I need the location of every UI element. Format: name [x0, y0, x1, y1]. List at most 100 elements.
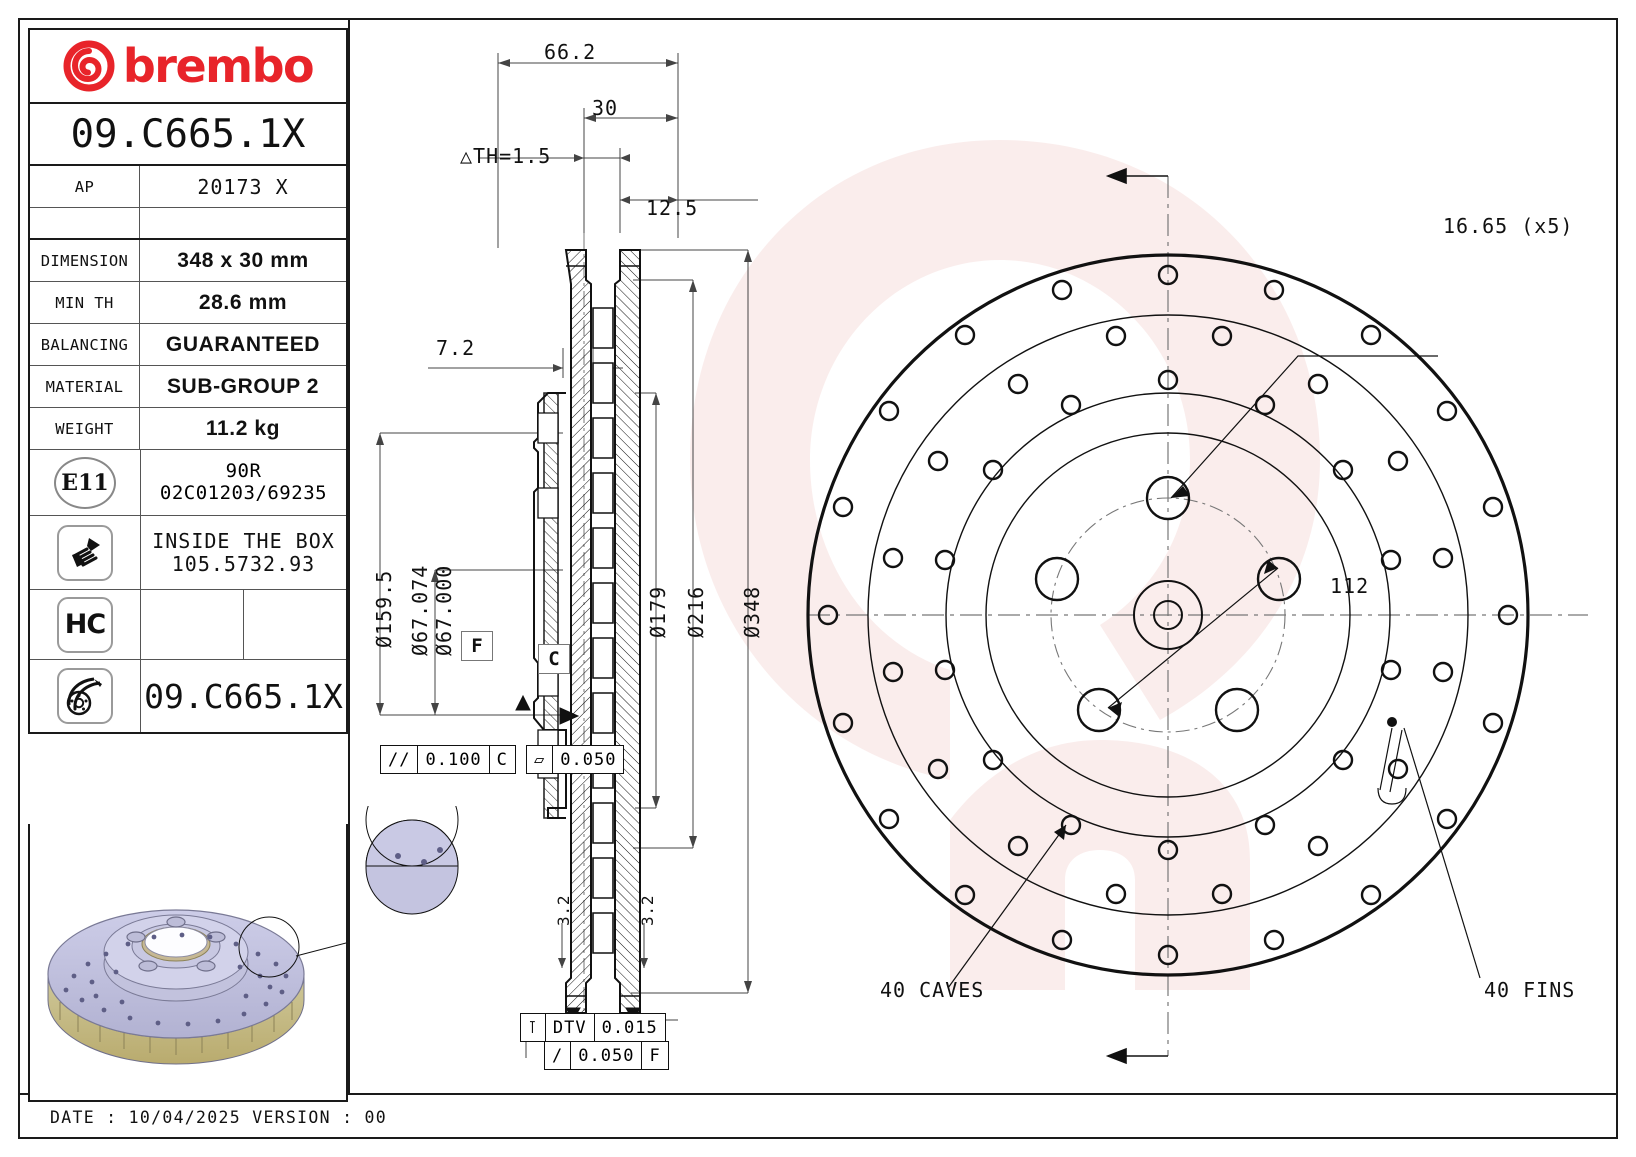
row-dimension: DIMENSION 348 x 30 mm: [30, 240, 346, 282]
screw-icon-cell: [30, 516, 141, 589]
row-screws: INSIDE THE BOX 105.5732.93: [30, 516, 346, 590]
blank-row: [30, 208, 346, 240]
min-th-value-cell: 28.6 mm: [140, 282, 346, 323]
ap-label: AP: [74, 177, 95, 196]
gdt-parallelism: // 0.100 C: [380, 745, 516, 774]
disc-ref-value: 09.C665.1X: [144, 676, 343, 716]
gdt-dtv-symbol: DTV: [544, 1014, 594, 1041]
row-material: MATERIAL SUB-GROUP 2: [30, 366, 346, 408]
label-dia-179: Ø179: [646, 585, 670, 638]
gdt-dtv-tolerance: 0.015: [593, 1014, 665, 1041]
row-weight: WEIGHT 11.2 kg: [30, 408, 346, 450]
brand-logo-row: brembo: [30, 30, 346, 104]
brembo-logo-icon: [63, 40, 115, 92]
homologation-value-cell: 90R 02C01203/69235: [141, 450, 346, 515]
row-balancing: BALANCING GUARANTEED: [30, 324, 346, 366]
hc-icon-cell: HC: [30, 590, 141, 659]
label-width-total: 66.2: [544, 40, 597, 64]
weight-value-cell: 11.2 kg: [140, 408, 346, 449]
label-dia-216: Ø216: [684, 585, 708, 638]
horizontal-divider: [18, 1093, 1618, 1095]
label-outer-hat-dia: Ø159.5: [372, 569, 396, 648]
blank-right-cell: [140, 208, 346, 238]
screws-line1: INSIDE THE BOX: [152, 528, 335, 553]
screws-line2: 105.5732.93: [171, 551, 316, 576]
label-chamfer-right: 3.2: [638, 894, 657, 926]
label-caves: 40 CAVES: [880, 978, 985, 1002]
datum-c: C: [538, 644, 570, 674]
label-bore-dia-upper: Ø67.074: [408, 564, 432, 656]
weight-label-cell: WEIGHT: [30, 408, 140, 449]
balancing-value: GUARANTEED: [165, 332, 321, 356]
gdt-dtv-icon: ⊺: [528, 1017, 538, 1038]
gdt-runout-datum: F: [641, 1042, 667, 1069]
cross-section-view: [376, 53, 758, 1058]
ap-value-cell: 20173 X: [140, 166, 346, 207]
label-th-tolerance: △TH=1.5: [460, 144, 552, 168]
gdt-parallelism-symbol: //: [388, 749, 411, 770]
brand-name: brembo: [122, 39, 315, 93]
date-version-footer: DATE : 10/04/2025 VERSION : 00: [50, 1108, 388, 1127]
weight-value: 11.2 kg: [205, 416, 281, 440]
row-hc: HC: [30, 590, 346, 660]
vertical-divider: [348, 18, 350, 1093]
blank-left-cell: [30, 208, 140, 238]
info-table: brembo 09.C665.1X AP 20173 X DIMENSION 3…: [28, 28, 348, 734]
label-fins: 40 FINS: [1484, 978, 1576, 1002]
balancing-label: BALANCING: [40, 335, 129, 354]
product-photo: [28, 824, 348, 1102]
hc-empty-left: [141, 590, 243, 659]
dimension-label-cell: DIMENSION: [30, 240, 140, 281]
part-code: 09.C665.1X: [70, 111, 306, 157]
disc-ref-value-cell: 09.C665.1X: [141, 660, 346, 732]
label-chamfer-left: 3.2: [554, 894, 573, 926]
hc-icon: HC: [57, 596, 113, 653]
balancing-label-cell: BALANCING: [30, 324, 140, 365]
min-th-label: MIN TH: [55, 293, 114, 312]
balancing-value-cell: GUARANTEED: [140, 324, 346, 365]
technical-drawing-area: 66.2 30 △TH=1.5 12.5 7.2 Ø159.5 Ø67.074 …: [348, 18, 1618, 1093]
gdt-flatness-symbol: ▱: [534, 749, 546, 770]
e11-icon: E11: [54, 456, 116, 509]
label-pcd: 112: [1330, 574, 1370, 598]
hc-icon-label: HC: [64, 609, 106, 640]
dimension-label: DIMENSION: [40, 251, 129, 270]
label-dia-348: Ø348: [740, 585, 764, 638]
screws-value-cell: INSIDE THE BOX 105.5732.93: [141, 516, 346, 589]
detail-view-bubble: [365, 806, 459, 915]
screw-icon: [57, 524, 113, 581]
material-value-cell: SUB-GROUP 2: [140, 366, 346, 407]
brake-disc-icon-cell: [30, 660, 141, 732]
row-homologation: E11 90R 02C01203/69235: [30, 450, 346, 516]
face-view: [806, 167, 1588, 1065]
datum-f: F: [461, 631, 493, 661]
min-th-label-cell: MIN TH: [30, 282, 140, 323]
ap-label-cell: AP: [30, 166, 140, 207]
gdt-parallelism-tolerance: 0.100: [417, 746, 488, 773]
gdt-runout: / 0.050 F: [544, 1041, 669, 1070]
brake-disc-3d-illustration: [47, 909, 346, 1065]
ap-value: 20173 X: [197, 174, 289, 199]
gdt-runout-symbol: /: [552, 1045, 564, 1066]
e11-icon-cell: E11: [30, 450, 141, 515]
min-th-value: 28.6 mm: [198, 290, 288, 314]
sheet-border: [18, 18, 1618, 1139]
material-label: MATERIAL: [45, 377, 124, 396]
gdt-dtv: ⊺ DTV 0.015: [520, 1013, 666, 1042]
brake-disc-icon: [57, 668, 113, 724]
label-hat-thickness: 7.2: [436, 336, 476, 360]
row-disc-ref: 09.C665.1X: [30, 660, 346, 732]
hc-empty-right: [243, 590, 346, 659]
gdt-runout-tolerance: 0.050: [570, 1042, 641, 1069]
dimension-value-cell: 348 x 30 mm: [140, 240, 346, 281]
gdt-flatness: ▱ 0.050: [526, 745, 625, 774]
gdt-flatness-tolerance: 0.050: [552, 746, 623, 773]
label-disc-thickness: 30: [592, 96, 619, 120]
ap-row: AP 20173 X: [30, 166, 346, 208]
gdt-parallelism-datum: C: [488, 746, 515, 773]
material-value: SUB-GROUP 2: [166, 374, 320, 398]
dimension-value: 348 x 30 mm: [177, 248, 309, 272]
part-code-row: 09.C665.1X: [30, 104, 346, 166]
label-offset: 12.5: [646, 196, 699, 220]
